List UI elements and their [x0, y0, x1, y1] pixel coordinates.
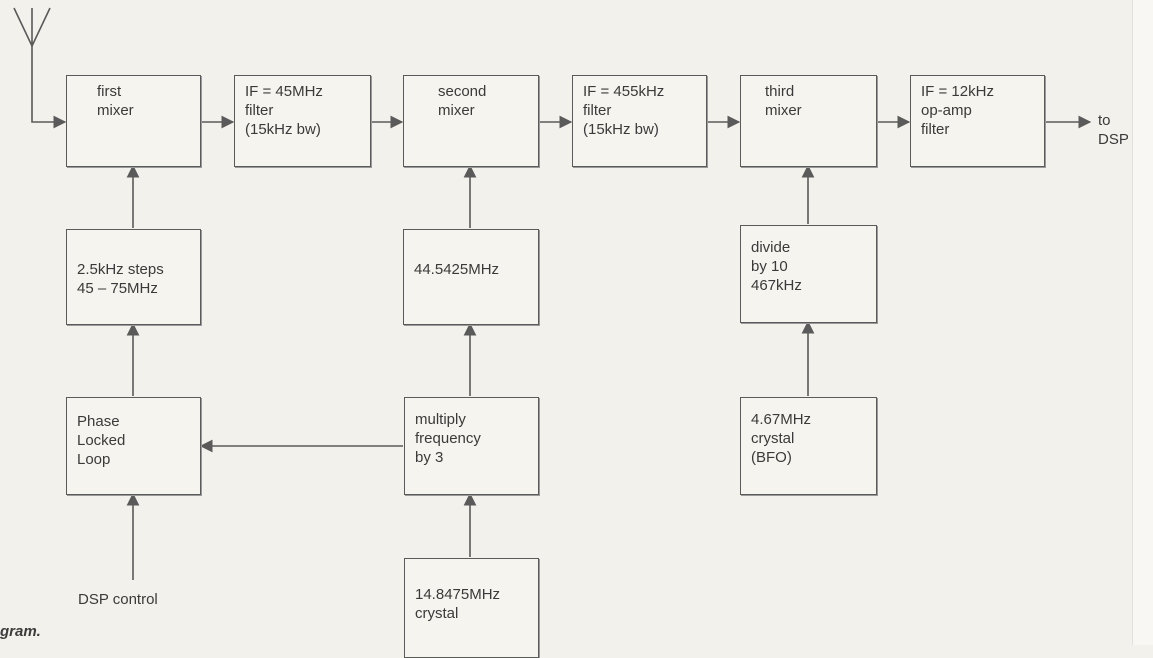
- if-45mhz-filter-block: IF = 45MHz filter (15kHz bw): [234, 75, 371, 167]
- if12-line-1: IF = 12kHz: [921, 83, 994, 100]
- output-dsp: DSP: [1098, 131, 1129, 148]
- divide-line-1: divide: [751, 239, 791, 256]
- multiply-block: multiply frequency by 3: [404, 397, 539, 495]
- first-mixer-line-1: first: [97, 83, 122, 100]
- if-12khz-filter-block: IF = 12kHz op-amp filter: [910, 75, 1045, 167]
- dsp-control-label: DSP control: [78, 591, 158, 608]
- divide-line-3: 467kHz: [751, 277, 802, 294]
- page-edge: [1132, 0, 1153, 645]
- figure-caption: gram.: [0, 623, 41, 640]
- ref-crystal-line-1: 14.8475MHz: [415, 586, 501, 603]
- pll-block: Phase Locked Loop: [66, 397, 201, 495]
- synth-steps-block: 2.5kHz steps 45 – 75MHz: [66, 229, 201, 325]
- second-mixer-line-1: second: [438, 83, 487, 100]
- synth-steps-line-2: 45 – 75MHz: [77, 280, 158, 297]
- if-455khz-filter-block: IF = 455kHz filter (15kHz bw): [572, 75, 707, 167]
- if12-line-3: filter: [921, 121, 950, 138]
- first-mixer-block: first mixer: [66, 75, 201, 167]
- divide-block: divide by 10 467kHz: [740, 225, 877, 323]
- if45-line-2: filter: [245, 102, 274, 119]
- bfo-line-2: crystal: [751, 430, 795, 447]
- pll-line-1: Phase: [77, 413, 120, 430]
- lo2-frequency-block: 44.5425MHz: [403, 229, 539, 325]
- if45-line-3: (15kHz bw): [245, 121, 321, 138]
- divide-line-2: by 10: [751, 258, 788, 275]
- multiply-line-2: frequency: [415, 430, 481, 447]
- output-to: to: [1098, 112, 1111, 129]
- third-mixer-block: third mixer: [740, 75, 877, 167]
- if45-line-1: IF = 45MHz: [245, 83, 323, 100]
- antenna-feed-line: [31, 46, 67, 129]
- first-mixer-line-2: mixer: [97, 102, 134, 119]
- if12-line-2: op-amp: [921, 102, 972, 119]
- reference-crystal-block: 14.8475MHz crystal: [404, 558, 539, 658]
- pll-line-2: Locked: [77, 432, 126, 449]
- bfo-crystal-block: 4.67MHz crystal (BFO): [740, 397, 877, 495]
- pll-line-3: Loop: [77, 451, 111, 468]
- lo2-line-1: 44.5425MHz: [414, 261, 500, 278]
- if455-line-2: filter: [583, 102, 612, 119]
- second-mixer-line-2: mixer: [438, 102, 475, 119]
- if455-line-1: IF = 455kHz: [583, 83, 665, 100]
- antenna-icon: [13, 7, 51, 48]
- synth-steps-line-1: 2.5kHz steps: [77, 261, 164, 278]
- second-mixer-block: second mixer: [403, 75, 539, 167]
- bfo-line-1: 4.67MHz: [751, 411, 812, 428]
- third-mixer-line-2: mixer: [765, 102, 802, 119]
- multiply-line-1: multiply: [415, 411, 466, 428]
- ref-crystal-line-2: crystal: [415, 605, 459, 622]
- bfo-line-3: (BFO): [751, 449, 792, 466]
- if455-line-3: (15kHz bw): [583, 121, 659, 138]
- multiply-line-3: by 3: [415, 449, 444, 466]
- third-mixer-line-1: third: [765, 83, 795, 100]
- output-label: to DSP: [1098, 111, 1129, 149]
